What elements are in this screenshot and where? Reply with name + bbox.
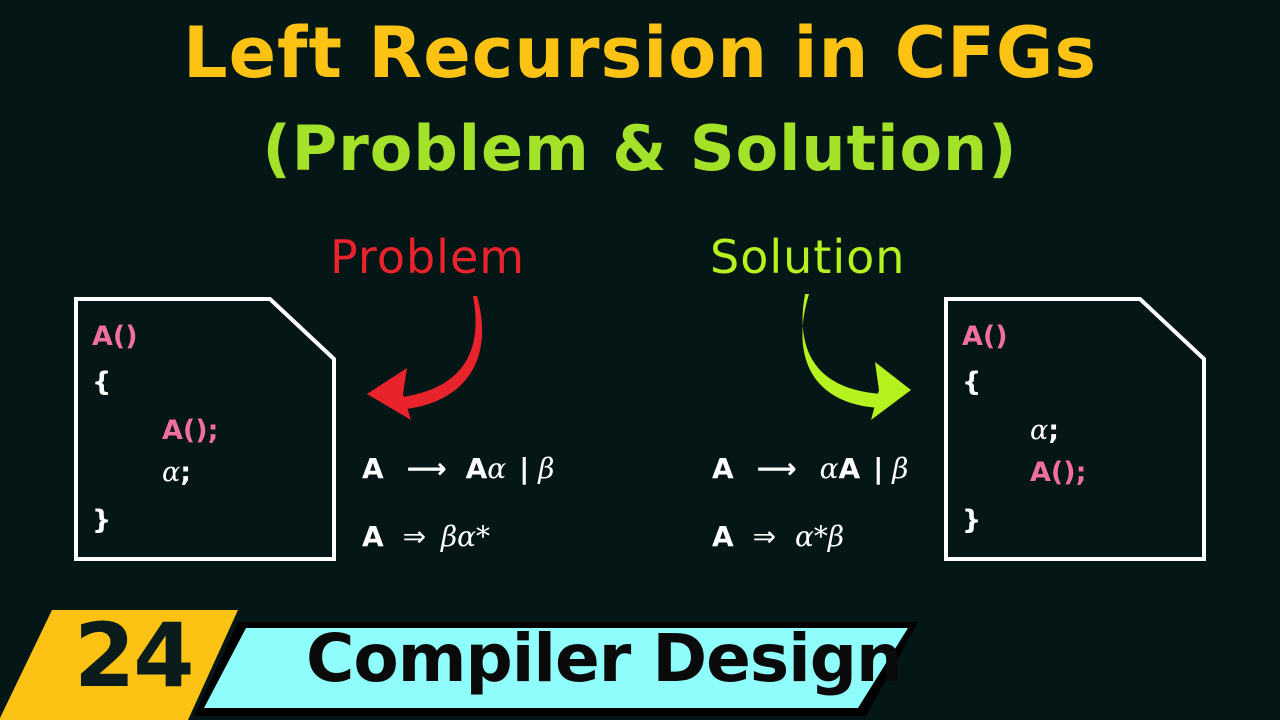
code-open-brace: {	[92, 367, 112, 398]
solution-production-rule: A ⟶ αA | β	[712, 452, 908, 485]
code-recursive-call-text: A();	[162, 415, 219, 446]
derives-arrow-icon: ⇒	[402, 520, 427, 553]
beta-symbol: β	[538, 452, 555, 485]
code-recursive-call: A();	[162, 415, 218, 446]
semicolon: ;	[1048, 415, 1060, 446]
code-function-header: A()	[962, 321, 1008, 352]
produces-arrow-icon: ⟶	[406, 452, 447, 485]
code-alpha-statement: α;	[162, 457, 191, 488]
alpha-symbol: α	[819, 452, 839, 485]
alpha-symbol: α	[487, 452, 507, 485]
alpha-symbol: α	[1030, 415, 1049, 446]
code-alpha-statement: α;	[1030, 415, 1059, 446]
main-title: Left Recursion in CFGs	[182, 12, 1098, 94]
problem-code-box: A() { A(); α; }	[74, 297, 336, 561]
series-name: Compiler Design	[306, 620, 903, 697]
nonterminal-A: A	[362, 452, 384, 485]
code-recursive-call-text: A();	[1030, 457, 1087, 488]
code-function-header: A()	[92, 321, 138, 352]
nonterminal-A: A	[838, 452, 861, 485]
alternation-bar: |	[519, 452, 530, 485]
alpha-symbol: α	[162, 457, 181, 488]
derivation-result: α*β	[794, 520, 845, 553]
alternation-bar: |	[873, 452, 884, 485]
series-banner-shape	[204, 628, 908, 708]
code-recursive-call: A();	[1030, 457, 1086, 488]
code-open-brace: {	[962, 367, 982, 398]
problem-derivation: A ⇒ βα*	[362, 520, 490, 553]
produces-arrow-icon: ⟶	[756, 452, 797, 485]
episode-badge-shape	[0, 610, 238, 720]
subtitle: (Problem & Solution)	[262, 112, 1018, 185]
solution-arrow-icon	[802, 294, 911, 420]
problem-label: Problem	[330, 230, 526, 284]
solution-label: Solution	[710, 230, 906, 284]
derivation-result: βα*	[440, 520, 491, 553]
beta-symbol: β	[892, 452, 909, 485]
solution-code-box: A() { α; A(); }	[944, 297, 1206, 561]
code-frame-shape	[944, 297, 1206, 561]
semicolon: ;	[180, 457, 192, 488]
nonterminal-A: A	[712, 520, 734, 553]
code-close-brace: }	[92, 505, 112, 536]
footer-banner-shapes	[0, 610, 918, 720]
code-frame-shape	[74, 297, 336, 561]
problem-arrow-icon	[367, 296, 483, 420]
nonterminal-A: A	[712, 452, 734, 485]
episode-number: 24	[74, 604, 194, 707]
derives-arrow-icon: ⇒	[752, 520, 777, 553]
code-close-brace: }	[962, 505, 982, 536]
problem-production-rule: A ⟶ Aα | β	[362, 452, 554, 485]
nonterminal-A: A	[465, 452, 488, 485]
solution-derivation: A ⇒ α*β	[712, 520, 844, 553]
nonterminal-A: A	[362, 520, 384, 553]
